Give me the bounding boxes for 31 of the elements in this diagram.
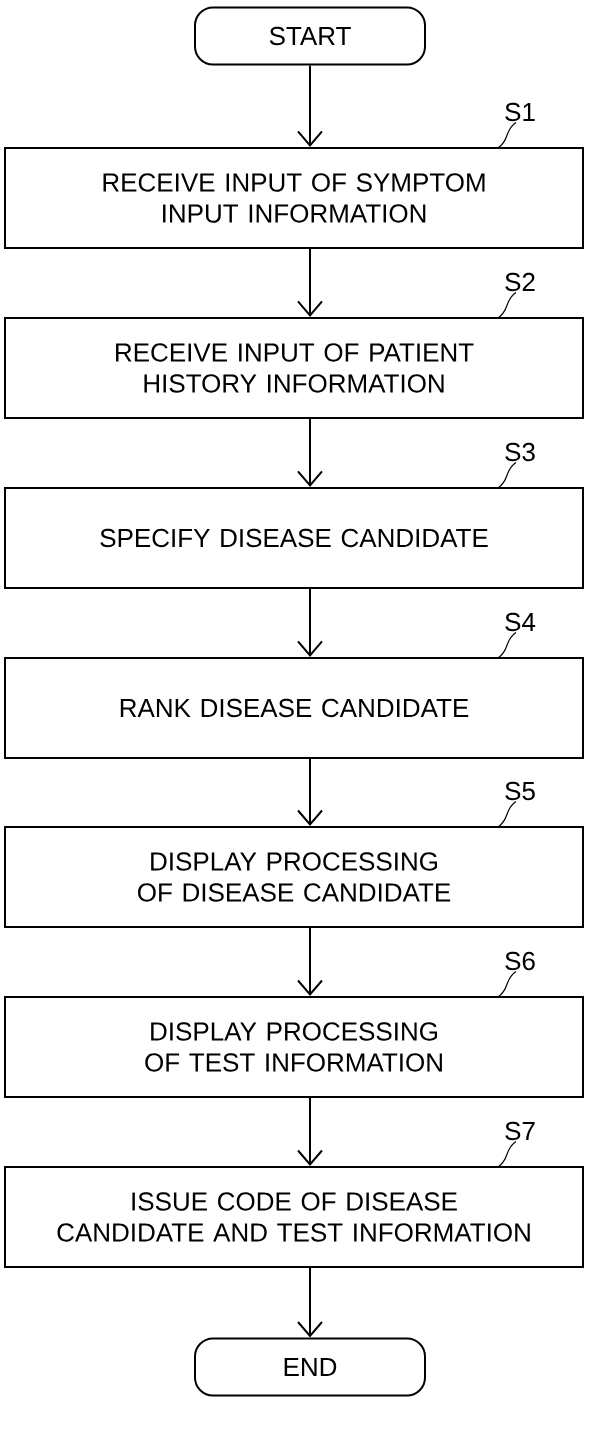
- step-label: S1: [505, 102, 535, 122]
- process-box: DISPLAY PROCESSING OF TEST INFORMATION: [4, 996, 584, 1098]
- arrow: [297, 758, 323, 826]
- arrow: [297, 927, 323, 996]
- terminal-box: START: [194, 6, 426, 66]
- step-label: S3: [505, 442, 535, 462]
- terminal-box: END: [194, 1337, 426, 1397]
- process-box: RANK DISEASE CANDIDATE: [4, 657, 584, 759]
- arrow: [297, 1097, 323, 1166]
- step-label: S2: [505, 272, 535, 292]
- leader-line: [497, 970, 517, 998]
- leader-line: [497, 461, 517, 489]
- process-box: DISPLAY PROCESSING OF DISEASE CANDIDATE: [4, 826, 584, 928]
- leader-line: [497, 631, 517, 659]
- leader-line: [497, 121, 517, 149]
- step-label: S7: [505, 1121, 535, 1141]
- arrow: [297, 588, 323, 657]
- leader-line: [497, 291, 517, 319]
- process-box: SPECIFY DISEASE CANDIDATE: [4, 487, 584, 589]
- arrow: [297, 418, 323, 487]
- step-label: S6: [505, 951, 535, 971]
- process-box: ISSUE CODE OF DISEASE CANDIDATE AND TEST INFORMATION: [4, 1166, 584, 1268]
- process-box: RECEIVE INPUT OF PATIENT HISTORY INFORMATION: [4, 317, 584, 419]
- step-label: S5: [505, 781, 535, 801]
- step-label: S4: [505, 612, 536, 632]
- leader-line: [497, 800, 517, 828]
- arrow: [297, 64, 323, 147]
- leader-line: [497, 1140, 517, 1168]
- arrow: [297, 248, 323, 317]
- process-box: RECEIVE INPUT OF SYMPTOM INPUT INFORMATION: [4, 147, 584, 249]
- arrow: [297, 1267, 323, 1338]
